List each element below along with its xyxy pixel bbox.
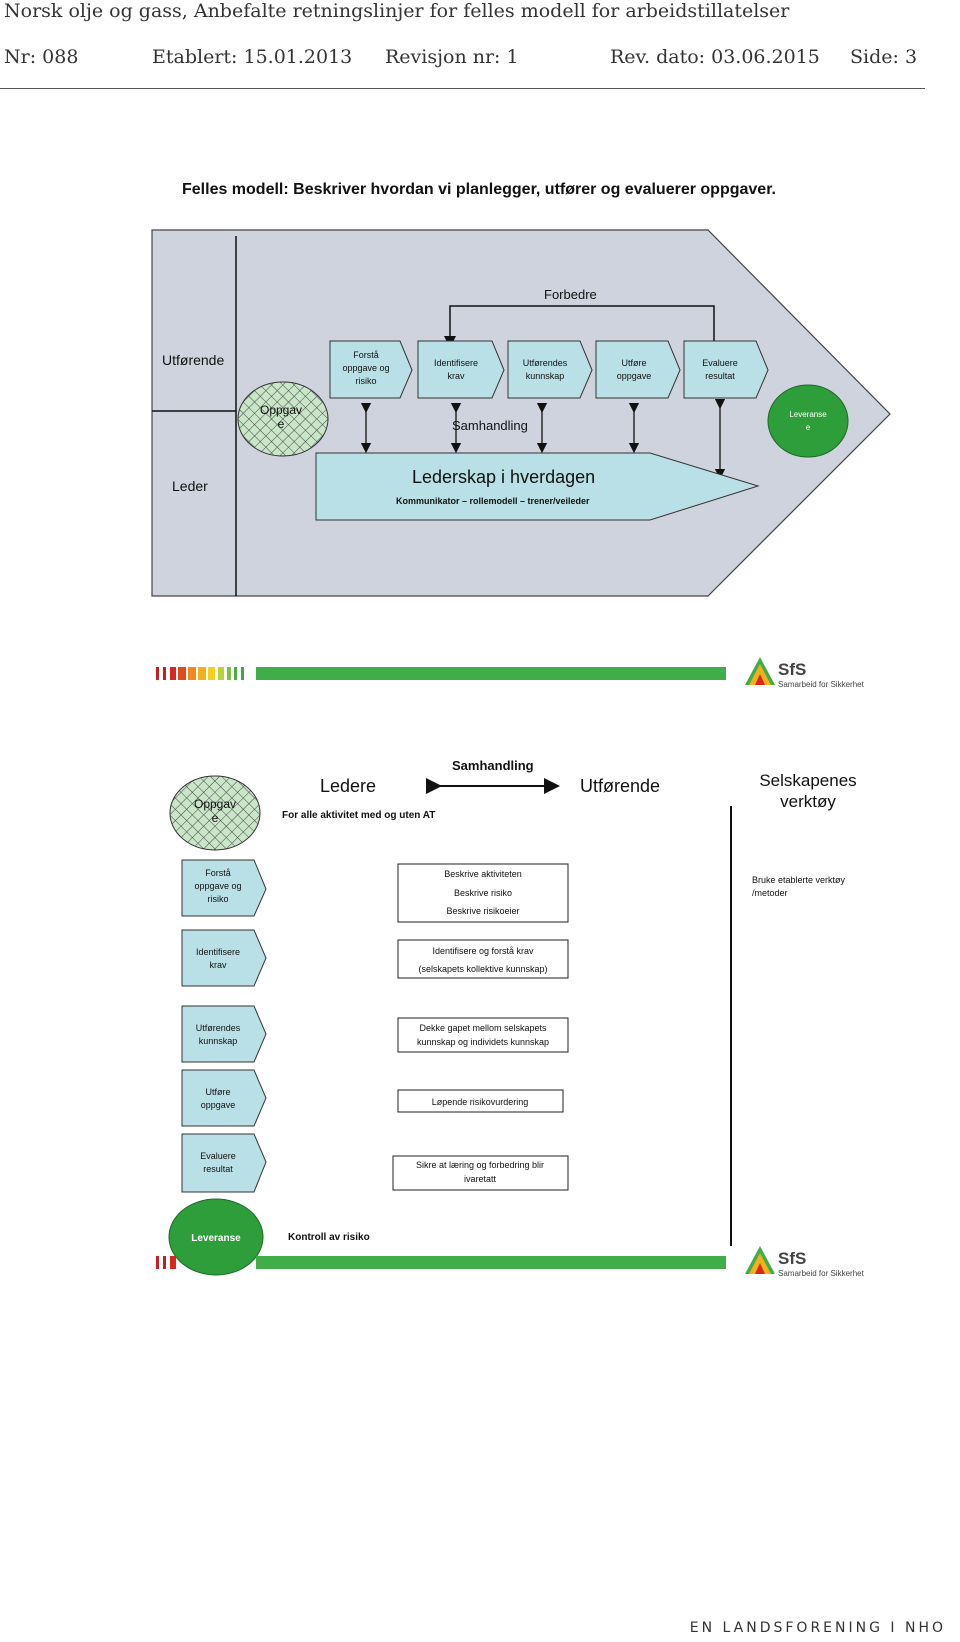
svg-text:kunnskap: kunnskap [526, 371, 565, 381]
svg-text:oppgave og: oppgave og [194, 881, 241, 891]
leder-label: Leder [172, 478, 208, 494]
sfs-logo-sub: Samarbeid for Sikkerhet [778, 680, 865, 689]
leveranse2-circle [168, 1198, 264, 1276]
svg-text:Identifisere og forstå krav: Identifisere og forstå krav [432, 946, 534, 956]
svg-text:Sikre at læring og forbedring: Sikre at læring og forbedring blir [416, 1160, 544, 1170]
bruke-label: Bruke etablerte verktøy [752, 875, 846, 885]
leveranse-circle [767, 384, 849, 458]
svg-text:verktøy: verktøy [780, 792, 836, 811]
step-identifisere: Identifisere krav [417, 340, 505, 399]
samhandling2-label: Samhandling [452, 758, 534, 773]
box-dekke-gapet: Dekke gapet mellom selskapets kunnskap o… [397, 1017, 569, 1053]
oppgave-label: Oppgav [260, 403, 302, 417]
svg-text:resultat: resultat [203, 1164, 233, 1174]
box-lopende: Løpende risikovurdering [397, 1089, 564, 1113]
step2-evaluere: Evaluere resultat [181, 1133, 267, 1193]
step2-forsta: Forstå oppgave og risiko [181, 859, 267, 917]
samhandling-label: Samhandling [452, 418, 528, 433]
svg-text:risiko: risiko [355, 376, 376, 386]
step-utforendes: Utførendes kunnskap [507, 340, 593, 399]
page-number: Side: 3 [850, 46, 918, 68]
sfs-logo-2: SfS Samarbeid for Sikkerhet [745, 1246, 865, 1278]
lederskap-label: Lederskap i hverdagen [412, 467, 595, 487]
svg-text:Utførendes: Utførendes [196, 1023, 241, 1033]
document-title: Norsk olje og gass, Anbefalte retningsli… [4, 0, 790, 22]
ledere-label: Ledere [320, 776, 376, 796]
svg-text:Beskrive risikoeier: Beskrive risikoeier [446, 906, 519, 916]
svg-text:Identifisere: Identifisere [196, 947, 240, 957]
step2-utfore: Utføre oppgave [181, 1069, 267, 1127]
svg-text:Utførendes: Utførendes [523, 358, 568, 368]
lederskap-sub: Kommunikator – rollemodell – trener/veil… [396, 496, 590, 506]
svg-text:Dekke gapet mellom selskapets: Dekke gapet mellom selskapets [419, 1023, 547, 1033]
revision-number: Revisjon nr: 1 [385, 46, 519, 68]
svg-text:e: e [212, 811, 219, 825]
revision-date: Rev. dato: 03.06.2015 [610, 46, 820, 68]
footer-organization: EN LANDSFORENING I NHO [689, 1620, 946, 1636]
interaction-arrows [360, 398, 726, 480]
svg-text:Utføre: Utføre [621, 358, 646, 368]
svg-text:ivaretatt: ivaretatt [464, 1174, 497, 1184]
diagram1-title: Felles modell: Beskriver hvordan vi plan… [182, 181, 776, 198]
svg-text:e: e [806, 423, 811, 432]
svg-text:oppgave: oppgave [617, 371, 652, 381]
sfs-logo-1: SfS Samarbeid for Sikkerhet [745, 657, 865, 689]
box-sikre: Sikre at læring og forbedring blir ivare… [392, 1155, 569, 1191]
svg-text:krav: krav [209, 960, 227, 970]
leveranse2-label: Leveranse [191, 1233, 241, 1244]
svg-text:Samarbeid for Sikkerhet: Samarbeid for Sikkerhet [778, 1269, 865, 1278]
box-beskrive: Beskrive aktiviteten Beskrive risiko Bes… [397, 863, 569, 923]
svg-text:e: e [278, 417, 285, 431]
svg-text:Forstå: Forstå [205, 868, 231, 878]
utforende2-label: Utførende [580, 776, 660, 796]
svg-text:Beskrive risiko: Beskrive risiko [454, 888, 512, 898]
svg-text:Utføre: Utføre [205, 1087, 230, 1097]
step-utfore: Utføre oppgave [595, 340, 681, 399]
selskapenes-label: Selskapenes [759, 771, 856, 790]
svg-text:/metoder: /metoder [752, 888, 788, 898]
svg-text:Evaluere: Evaluere [702, 358, 738, 368]
sfs-bar-1 [156, 667, 726, 680]
established-date: Etablert: 15.01.2013 [152, 46, 353, 68]
svg-text:kunnskap: kunnskap [199, 1036, 238, 1046]
step-evaluere: Evaluere resultat [683, 340, 769, 399]
svg-text:Forstå: Forstå [353, 350, 379, 360]
header-rule [0, 88, 925, 89]
svg-text:risiko: risiko [207, 894, 228, 904]
box-identifisere: Identifisere og forstå krav (selskapets … [397, 939, 569, 979]
oppgave-circle [237, 381, 329, 457]
leveranse-label: Leveranse [789, 410, 827, 419]
svg-text:kunnskap og individets kunnska: kunnskap og individets kunnskap [417, 1037, 549, 1047]
svg-text:krav: krav [447, 371, 465, 381]
kontroll-label: Kontroll av risiko [288, 1232, 370, 1243]
sfs-logo-name: SfS [778, 660, 806, 679]
forbedre-label: Forbedre [544, 287, 597, 302]
svg-text:SfS: SfS [778, 1249, 806, 1268]
for-alle-label: For alle aktivitet med og uten AT [282, 810, 435, 821]
step2-utforendes: Utførendes kunnskap [181, 1005, 267, 1063]
forbedre-loop-arrow [444, 305, 715, 348]
svg-text:Evaluere: Evaluere [200, 1151, 236, 1161]
svg-text:oppgave og: oppgave og [342, 363, 389, 373]
svg-text:Identifisere: Identifisere [434, 358, 478, 368]
step2-identifisere: Identifisere krav [181, 929, 267, 987]
svg-text:resultat: resultat [705, 371, 735, 381]
svg-text:oppgave: oppgave [201, 1100, 236, 1110]
step-forsta: Forstå oppgave og risiko [329, 340, 413, 399]
oppgave2-circle [169, 775, 261, 851]
sfs-bar-2 [156, 1256, 726, 1269]
doc-number: Nr: 088 [4, 46, 79, 68]
svg-text:(selskapets kollektive kunnska: (selskapets kollektive kunnskap) [418, 964, 547, 974]
svg-text:Beskrive aktiviteten: Beskrive aktiviteten [444, 869, 522, 879]
lederskap-arrow [315, 452, 760, 521]
svg-text:Oppgav: Oppgav [194, 797, 236, 811]
utforende-label: Utførende [162, 352, 224, 368]
svg-text:Løpende risikovurdering: Løpende risikovurdering [432, 1097, 529, 1107]
